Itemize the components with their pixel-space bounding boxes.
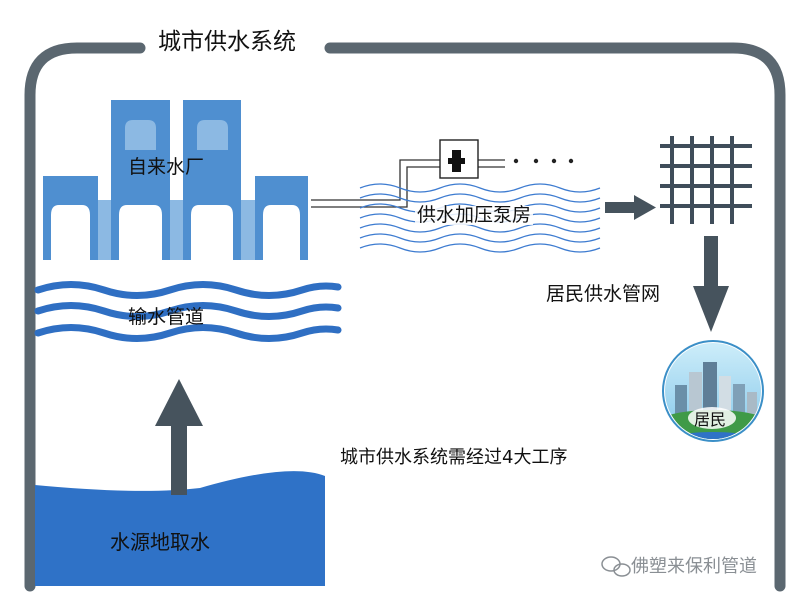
- water-plant-buildings: [43, 100, 308, 260]
- pump-icon: [439, 139, 479, 179]
- pipe-network-grid-icon: [660, 136, 752, 224]
- ellipsis-text: · · · ·: [512, 150, 514, 151]
- plant-tower-4: [255, 176, 308, 260]
- arrow-down-icon: [693, 236, 729, 332]
- arrow-right-icon: [605, 195, 656, 220]
- water-source-label: 水源地取水: [110, 530, 210, 554]
- pipe-network-label: 居民供水管网: [546, 283, 661, 305]
- frame-title: 城市供水系统: [150, 31, 304, 54]
- summary-text: 城市供水系统需经过4大工序: [340, 447, 568, 468]
- water-plant-label: 自来水厂: [128, 156, 205, 178]
- booster-waves: [359, 183, 601, 253]
- watermark-text: 佛塑来保利管道: [631, 556, 757, 577]
- outer-frame: [24, 42, 786, 592]
- pipeline-label: 输水管道: [128, 306, 205, 328]
- ellipsis-dots: [513, 158, 574, 164]
- pipeline-waves: [34, 281, 342, 342]
- residents-label: 居民: [694, 410, 727, 429]
- water-source: [35, 471, 325, 586]
- residents-globe-icon: [662, 340, 764, 442]
- supply-pipe: [311, 159, 505, 208]
- arrow-up-icon: [155, 379, 203, 495]
- booster-station-label: 供水加压泵房: [415, 204, 534, 226]
- watermark: 佛塑来保利管道: [603, 558, 757, 576]
- plant-facade: [98, 200, 255, 260]
- plant-tower-1: [43, 176, 98, 260]
- wechat-icon: [601, 556, 631, 577]
- plant-arches: [125, 120, 228, 150]
